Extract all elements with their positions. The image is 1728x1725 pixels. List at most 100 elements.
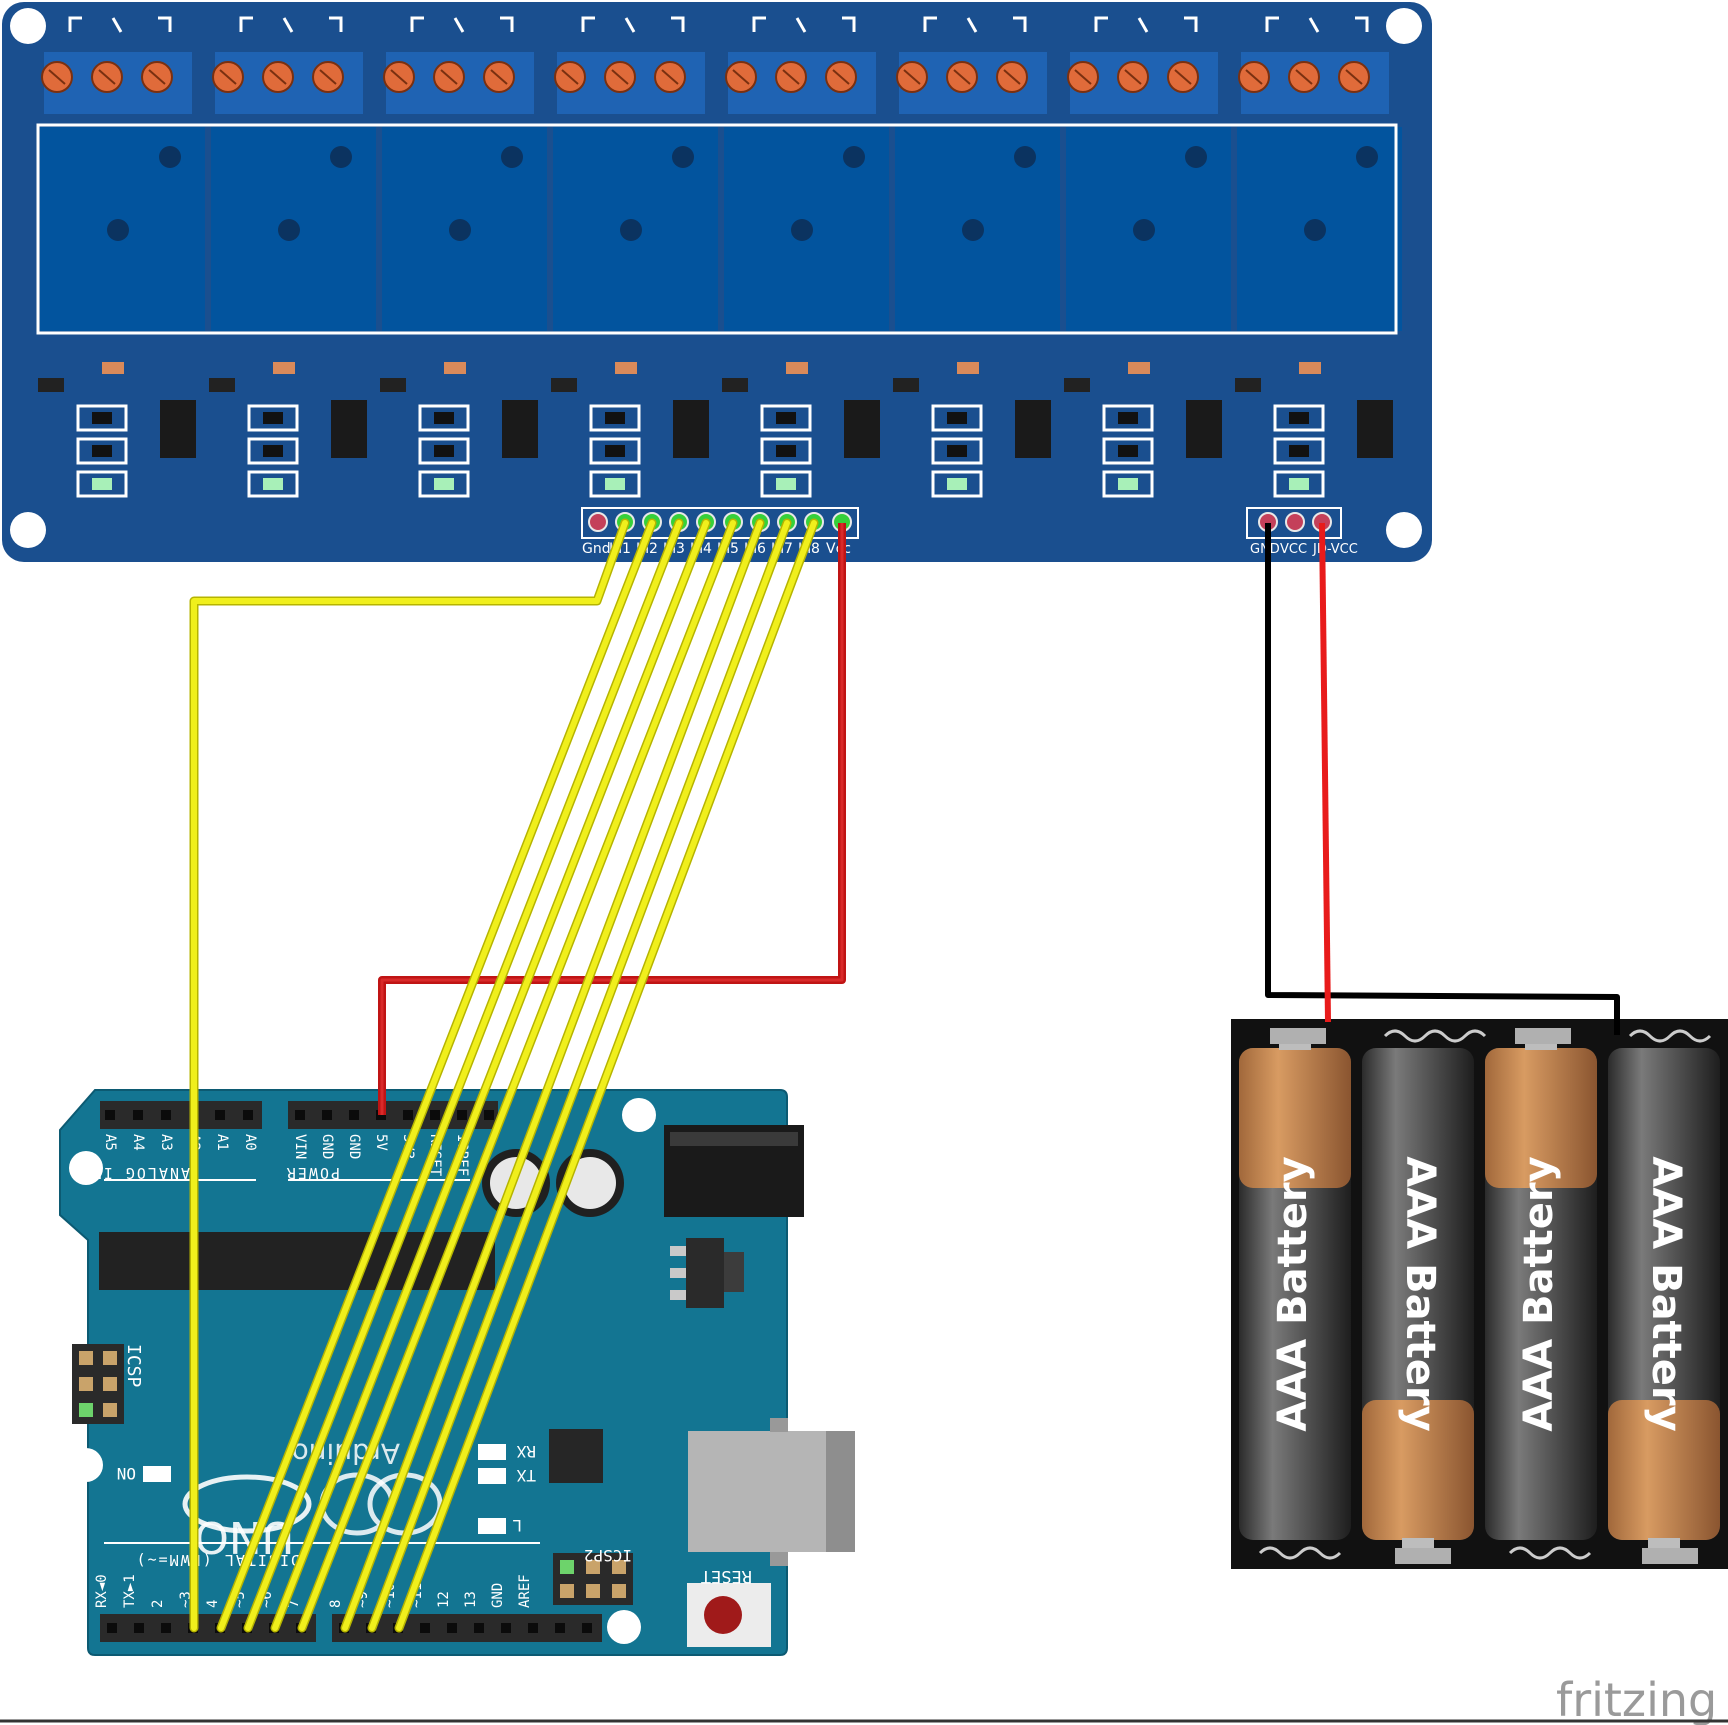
battery-terminal [1515, 1028, 1571, 1044]
icsp-pin [103, 1351, 117, 1365]
channel-led [947, 478, 967, 490]
mount-hole [69, 1448, 103, 1482]
digital-pin-label: 4 [205, 1600, 221, 1608]
optocoupler [1357, 400, 1393, 458]
battery-terminal [1270, 1028, 1326, 1044]
relay-pin-dot [1304, 219, 1326, 241]
tx-label: TX [516, 1466, 536, 1485]
icsp2-pin [586, 1560, 600, 1574]
icsp2-label: ICSP2 [584, 1546, 632, 1565]
header-hole [501, 1623, 511, 1633]
header-hole [349, 1110, 359, 1120]
relay-pin-dot [672, 146, 694, 168]
relay-pin-dot [1185, 146, 1207, 168]
transistor [1235, 378, 1261, 392]
icsp-pin [79, 1351, 93, 1365]
smd-pad-outline [1102, 470, 1154, 498]
terminal-screw-slot [1174, 69, 1192, 85]
mount-hole [1386, 8, 1422, 44]
header-hole [447, 1623, 457, 1633]
battery-power-wire [1319, 522, 1331, 1023]
bottom-spring [1258, 1546, 1342, 1560]
pin-label: GND [319, 1134, 335, 1159]
pin-label-jd-vcc: JD-VCC [1312, 542, 1358, 557]
header-hole [243, 1110, 253, 1120]
pin-label-vcc: VCC [1280, 542, 1307, 557]
com-symbol [624, 17, 636, 33]
regulator-leg [670, 1268, 686, 1278]
smd-resistor [605, 445, 625, 457]
relay-pin-dot [107, 219, 129, 241]
mount-hole [1386, 512, 1422, 548]
battery-cap [1485, 1048, 1597, 1188]
voltage-regulator-tab [724, 1252, 744, 1292]
channel-led [1289, 478, 1309, 490]
terminal-screw-slot [319, 69, 337, 85]
battery-terminal [1642, 1548, 1698, 1564]
header-hole [161, 1110, 171, 1120]
no-symbol [158, 16, 172, 32]
top-spring [1383, 1029, 1487, 1043]
nc-symbol [752, 16, 766, 32]
usb-port-shadow [826, 1431, 855, 1552]
terminal-screw-slot [269, 69, 287, 85]
digital-pin-label: 13 [463, 1591, 479, 1608]
smd-pad-outline [760, 470, 812, 498]
on-label: ON [117, 1464, 136, 1483]
header-hole [528, 1623, 538, 1633]
header-hole [161, 1623, 171, 1633]
signal-wire [299, 520, 736, 1631]
signal-wire [191, 520, 628, 1631]
pin-label: GND [346, 1134, 362, 1159]
digital-pin-label: 12 [436, 1591, 452, 1608]
diode [615, 362, 637, 374]
smd-resistor [605, 412, 625, 424]
smd-pad-outline [247, 437, 299, 465]
digital-label: DIGITAL (PWM=~) [135, 1551, 300, 1569]
optocoupler [1015, 400, 1051, 458]
smd-resistor [1289, 412, 1309, 424]
digital-pin-label: TX►1 [122, 1574, 138, 1608]
smd-resistor [263, 412, 283, 424]
uno-badge [182, 1474, 312, 1534]
com-symbol [111, 17, 123, 33]
nc-symbol [1094, 16, 1108, 32]
smd-resistor [947, 445, 967, 457]
no-symbol [1013, 16, 1027, 32]
com-symbol [1137, 17, 1149, 33]
pin-label: 5V [373, 1134, 389, 1151]
arduino-pcb [59, 1089, 788, 1656]
bottom-spring [1508, 1546, 1592, 1560]
header-hole [322, 1110, 332, 1120]
channel-led [1118, 478, 1138, 490]
relay-pin-dot [159, 146, 181, 168]
regulator-leg [670, 1290, 686, 1300]
status-leds: ON RX TX L [117, 1442, 536, 1535]
control-header [581, 507, 859, 539]
header-hole [484, 1110, 494, 1120]
capacitor [564, 1157, 616, 1209]
relay-pin-dot [330, 146, 352, 168]
mount-hole [622, 1098, 656, 1132]
relay-pin-dot [791, 219, 813, 241]
smd-pad-outline [1273, 437, 1325, 465]
battery-nub [1402, 1538, 1434, 1548]
smd-pad-outline [1273, 470, 1325, 498]
power-pin [1285, 512, 1305, 532]
terminal-screw-slot [903, 69, 921, 85]
smd-resistor [776, 412, 796, 424]
header-hole [430, 1110, 440, 1120]
signal-wire [369, 520, 790, 1631]
com-symbol [1308, 17, 1320, 33]
pin-label: A0 [242, 1134, 258, 1151]
pin-label: A5 [102, 1134, 118, 1151]
analog-in-label: ANALOG IN [91, 1164, 190, 1182]
header-pin [588, 512, 608, 532]
pin-label: A3 [158, 1134, 174, 1151]
diode [102, 362, 124, 374]
smd-pad-outline [418, 404, 470, 432]
tx-led [478, 1468, 506, 1484]
digital-pin-label: GND [490, 1583, 506, 1608]
